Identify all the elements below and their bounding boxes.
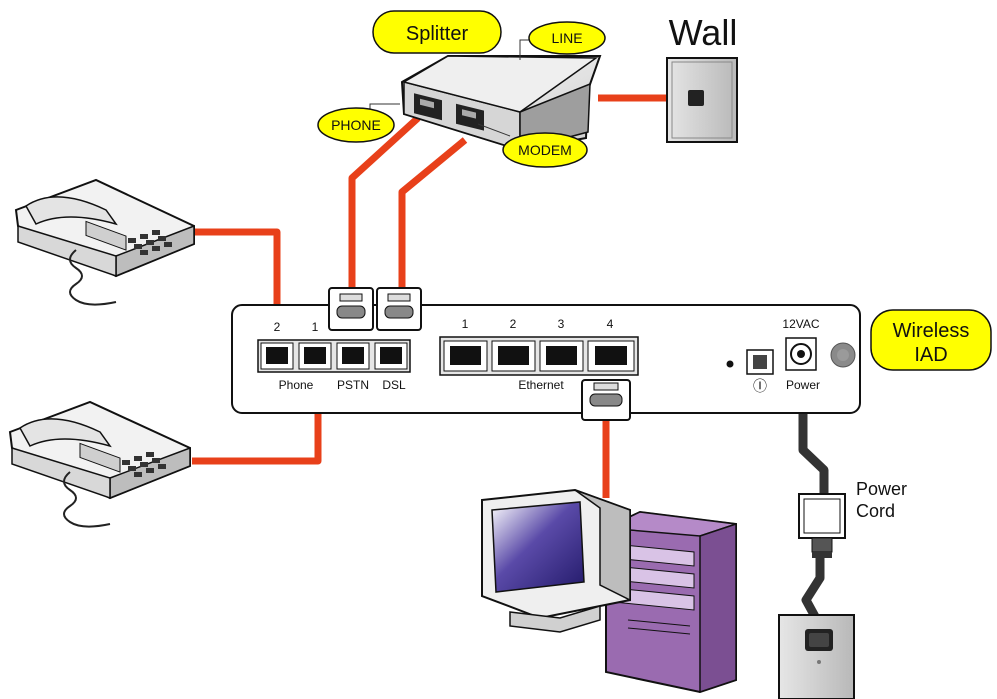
splitter-label: Splitter [406, 23, 469, 45]
ethernet-port-1 [443, 340, 488, 372]
phone-port-label-bubble: PHONE [317, 107, 395, 143]
power-cord-label-line1: Power [856, 479, 907, 499]
pstn-label: PSTN [337, 378, 369, 392]
phone-label: Phone [279, 378, 314, 392]
computer [481, 488, 737, 694]
phone-port-label: PHONE [331, 117, 381, 133]
cable-splitter-modem-to-dsl [398, 137, 468, 288]
power-switch-symbol: Ⓘ [753, 378, 767, 394]
ethernet-port-2 [491, 340, 536, 372]
ethernet-plug [581, 379, 631, 421]
antenna-connector [830, 342, 856, 368]
phone-port-number-1: 1 [312, 320, 319, 334]
ethernet-port-group [439, 336, 639, 376]
line-label: LINE [551, 30, 582, 46]
ethernet-port-4 [587, 340, 635, 372]
ethernet-label: Ethernet [518, 378, 564, 392]
cable-splitter-phone-to-pstn [348, 115, 421, 288]
cable-phone1-to-telephone2 [192, 398, 322, 465]
reset-hole [726, 360, 734, 368]
power-adapter [778, 614, 855, 699]
modem-label: MODEM [518, 142, 572, 158]
telephone-bottom [8, 400, 191, 528]
dsl-plug [376, 287, 422, 331]
pstn-port [336, 342, 370, 370]
modem-label-bubble: MODEM [502, 132, 588, 168]
monitor-screen [491, 501, 585, 593]
ethernet-port-number-4: 4 [607, 317, 614, 331]
device-label-line2: IAD [914, 344, 947, 366]
power-label: Power [786, 378, 820, 392]
phone-port-2 [260, 342, 294, 370]
ethernet-port-3 [539, 340, 584, 372]
cable-telephone1-to-phone2 [188, 228, 281, 316]
power-jack [785, 337, 817, 371]
ethernet-port-number-2: 2 [510, 317, 517, 331]
ethernet-port-number-1: 1 [462, 317, 469, 331]
power-cord-filter [798, 493, 846, 558]
telephone-top [14, 178, 195, 306]
power-cord-label-line2: Cord [856, 501, 895, 521]
line-label-bubble: LINE [528, 21, 606, 55]
power-cord-cable [798, 408, 829, 495]
phone-port-1 [298, 342, 332, 370]
power-cord-cable-lower [801, 558, 825, 625]
wall-label: Wall [669, 12, 738, 53]
cables [188, 94, 688, 498]
drive-bays [613, 543, 695, 635]
dsl-label: DSL [382, 378, 406, 392]
phone-port-number-2: 2 [274, 320, 281, 334]
phone-port-group [257, 339, 411, 373]
power-switch [746, 349, 774, 375]
voltage-label: 12VAC [782, 317, 819, 331]
wall-jack [666, 57, 738, 143]
ethernet-port-number-3: 3 [558, 317, 565, 331]
device-label-bubble: Wireless IAD [870, 309, 992, 371]
device-label-line1: Wireless [893, 320, 970, 342]
wall-jack-port [688, 90, 704, 106]
splitter-label-bubble: Splitter [372, 10, 502, 54]
splitter-box [400, 55, 602, 152]
pstn-plug [328, 287, 374, 331]
dsl-port [374, 342, 408, 370]
